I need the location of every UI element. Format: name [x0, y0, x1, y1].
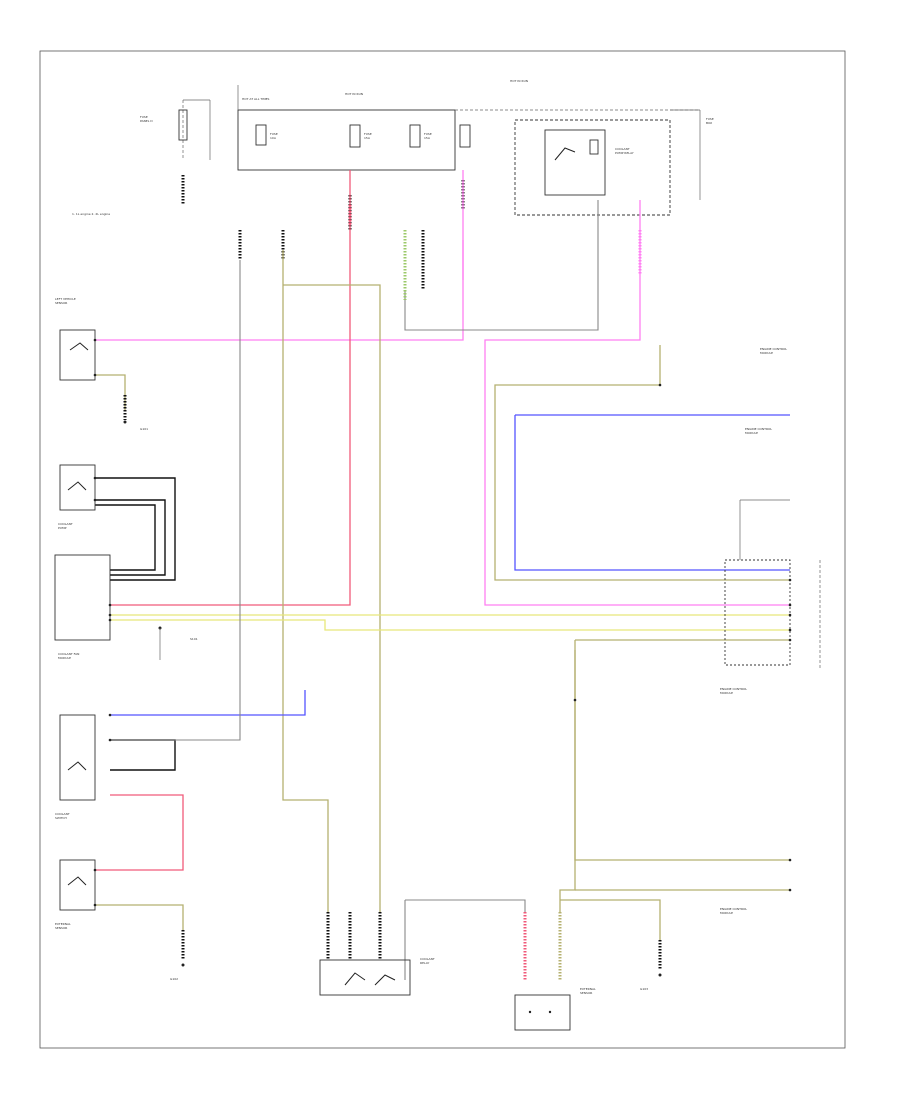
relay-coil	[544, 129, 606, 196]
pink-wire-left	[95, 170, 464, 341]
pink-wire-right	[484, 200, 790, 606]
ground-1-label: G101	[140, 427, 148, 431]
ground-3-label: G103	[640, 987, 648, 991]
hot-in-run-label-1: HOT IN RUN	[345, 92, 363, 96]
fuse-1	[255, 124, 267, 146]
ground-2-label: G102	[170, 977, 178, 981]
black-wire-1	[95, 477, 176, 581]
ground-3: G103	[640, 940, 662, 991]
hot-at-all-times-label: HOT AT ALL TIMES	[242, 97, 270, 101]
blue-wire	[514, 415, 790, 571]
fuse-2	[349, 124, 361, 148]
fuse-4	[459, 124, 471, 148]
splice-label: S101	[190, 637, 198, 641]
grey-wire-1	[110, 260, 241, 741]
ground-2: G102	[170, 930, 185, 981]
yellow-wire-2	[110, 619, 790, 631]
red-wire	[110, 170, 351, 606]
olive-wire-right	[574, 640, 790, 861]
olive-wire-left	[282, 250, 329, 912]
splice: S101	[158, 626, 198, 660]
fuse-3	[409, 124, 421, 148]
relay-box-title: HOT IN RUN	[510, 79, 528, 83]
olive-wire-top	[283, 284, 381, 912]
ground-1: G101	[123, 395, 148, 431]
engine-legend: 1. 1L engine 2. 2L engine	[72, 212, 110, 216]
diagram-frame	[39, 50, 846, 1049]
